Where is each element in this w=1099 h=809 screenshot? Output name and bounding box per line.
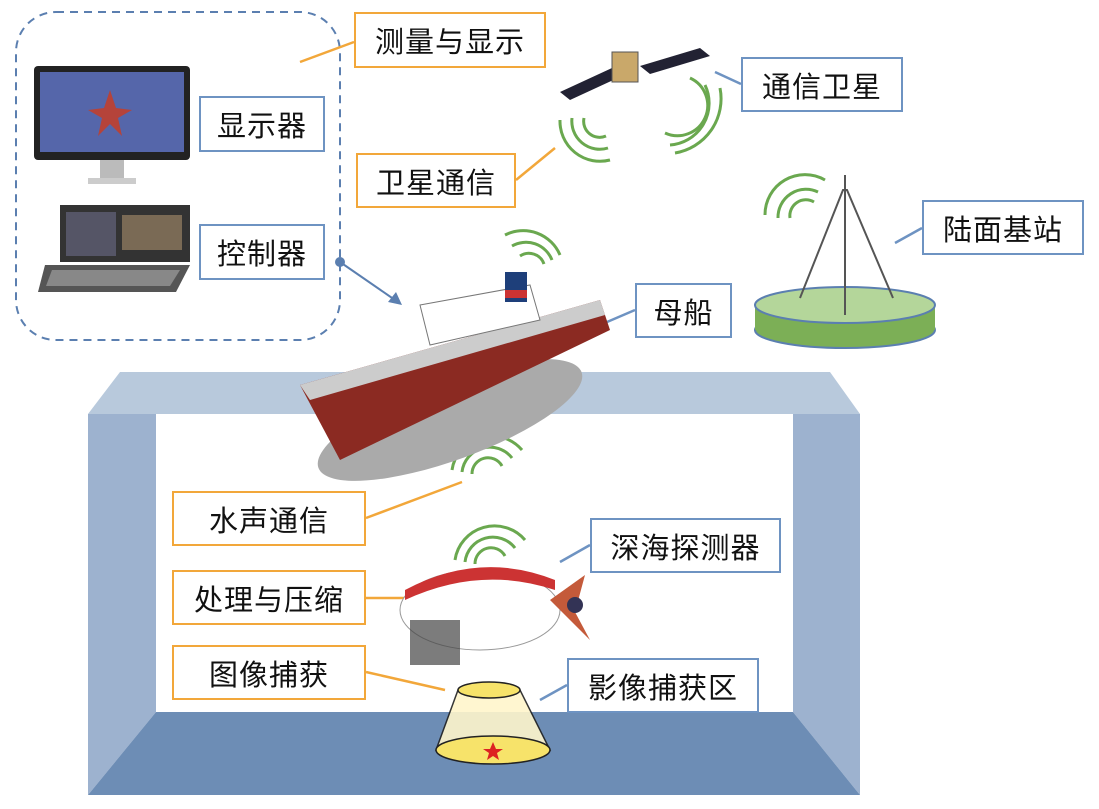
satellite-icon bbox=[560, 48, 710, 100]
label-deep-sea-probe: 深海探测器 bbox=[590, 518, 781, 573]
mother-ship-icon bbox=[300, 272, 610, 481]
land-base-station-icon bbox=[754, 175, 936, 349]
image-capture-zone-icon bbox=[434, 681, 552, 765]
label-measure-display: 测量与显示 bbox=[354, 12, 546, 68]
label-land-station: 陆面基站 bbox=[922, 200, 1084, 255]
label-satellite-comm: 卫星通信 bbox=[356, 153, 516, 208]
label-capture-zone: 影像捕获区 bbox=[567, 658, 759, 713]
label-acoustic-comm: 水声通信 bbox=[172, 491, 366, 546]
controller-to-ship-arrow bbox=[335, 257, 402, 305]
label-controller: 控制器 bbox=[199, 224, 325, 280]
deep-sea-probe-icon bbox=[399, 567, 590, 665]
industrial-computer-icon bbox=[38, 205, 190, 292]
label-mother-ship: 母船 bbox=[635, 283, 732, 338]
label-monitor: 显示器 bbox=[199, 96, 325, 152]
label-image-capture: 图像捕获 bbox=[172, 645, 366, 700]
label-comm-satellite: 通信卫星 bbox=[741, 57, 903, 112]
monitor-icon bbox=[34, 66, 190, 184]
label-process-compress: 处理与压缩 bbox=[172, 570, 366, 625]
